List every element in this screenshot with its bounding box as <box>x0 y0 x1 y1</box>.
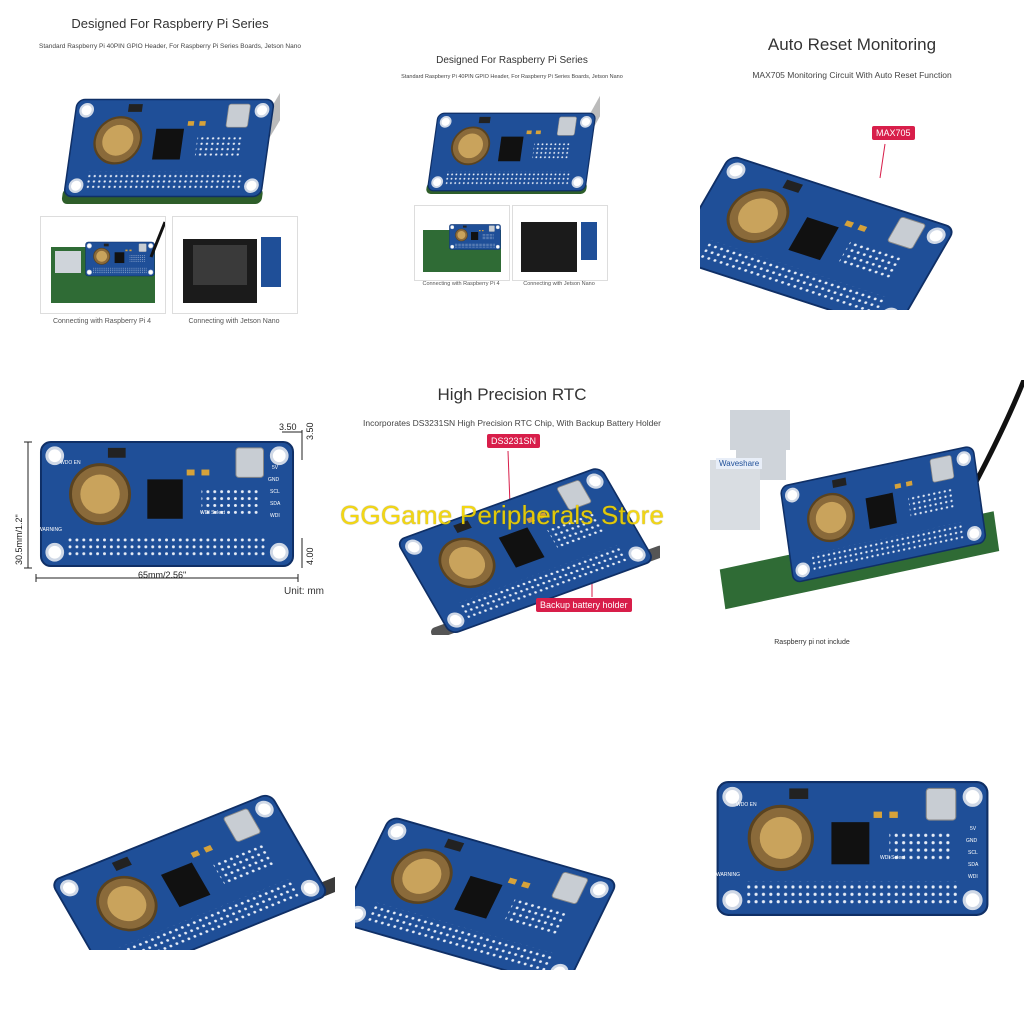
tile9-label-wdi-select: WDI Select <box>880 855 906 861</box>
tile5-board-image <box>395 450 660 635</box>
tile1-photo-jetson <box>172 216 298 314</box>
tile6-board-on-pi-image <box>710 380 1024 610</box>
tile7-board-image <box>49 791 335 950</box>
tile5-ds3231sn-tag: DS3231SN <box>487 434 541 448</box>
tile5-subtitle: Incorporates DS3231SN High Precision RTC… <box>363 418 661 428</box>
store-watermark: GGGame Peripherals Store <box>340 500 665 530</box>
tile5-battery-holder-tag: Backup battery holder <box>536 598 632 612</box>
tile2-photo-pi4 <box>414 205 510 281</box>
tile4-dim-width: 65mm/2.56" <box>138 570 187 580</box>
tile4-label-wdi: WDI <box>270 513 280 519</box>
tile3-board-image <box>700 143 957 310</box>
tile4-label-scl: SCL <box>270 489 280 495</box>
tile3-title: Auto Reset Monitoring <box>767 35 937 54</box>
tile4-label-wdo-en: WDO EN <box>60 460 81 466</box>
tile1-caption-left: Connecting with Raspberry Pi 4 <box>52 318 152 325</box>
tile1-board-image <box>61 93 280 204</box>
tile4-dim-side: 3.50 <box>305 422 315 440</box>
tile2-board-image <box>426 95 600 194</box>
tile4-label-sda: SDA <box>270 501 281 507</box>
tile2-title: Designed For Raspberry Pi Series <box>436 55 588 66</box>
tile9-label-wdo-en: WDO EN <box>736 802 757 808</box>
tile6-caption: Raspberry pi not include <box>774 639 850 646</box>
tile2-caption-left: Connecting with Raspberry Pi 4 <box>422 281 500 287</box>
tile4-dim-bottom: 4.00 <box>305 547 315 565</box>
tile8-board-image <box>355 814 620 970</box>
tile2-photo-jetson <box>512 205 608 281</box>
tile1-caption-right: Connecting with Jetson Nano <box>188 318 280 325</box>
tile4-dim-height: 30.5mm/1.2" <box>14 514 24 565</box>
tile4-unit-label: Unit: mm <box>284 586 324 597</box>
tile4-label-wdi-select: WDI Select <box>200 510 226 516</box>
tile9-label-warning: WARNING <box>716 872 740 878</box>
tile4-dimension-drawing <box>24 430 303 582</box>
tile4-dim-top: 3.50 <box>279 422 297 432</box>
tile9-label-sda: SDA <box>968 862 979 868</box>
tile4-label-gnd: GND <box>268 477 280 483</box>
tile3-subtitle: MAX705 Monitoring Circuit With Auto Rese… <box>752 70 952 80</box>
tile4-label-warning: WARNING <box>38 527 62 533</box>
tile9-label-gnd: GND <box>966 838 978 844</box>
tile3-max705-tag: MAX705 <box>872 126 915 140</box>
tile2-subtitle: Standard Raspberry Pi 40PIN GPIO Header,… <box>401 74 623 80</box>
tile1-title: Designed For Raspberry Pi Series <box>71 16 269 31</box>
tile1-subtitle: Standard Raspberry Pi 40PIN GPIO Header,… <box>39 43 301 50</box>
tile9-board-image <box>715 780 990 917</box>
tile9-label-scl: SCL <box>968 850 978 856</box>
tile1-photo-pi4 <box>40 216 166 314</box>
tile6-brand-label: Waveshare <box>716 458 763 469</box>
tile4-label-5v: 5V <box>272 465 279 471</box>
tile9-label-5v: 5V <box>970 826 977 832</box>
tile2-caption-right: Connecting with Jetson Nano <box>523 281 595 287</box>
tile9-label-wdi: WDI <box>968 874 978 880</box>
tile5-title: High Precision RTC <box>437 385 587 404</box>
